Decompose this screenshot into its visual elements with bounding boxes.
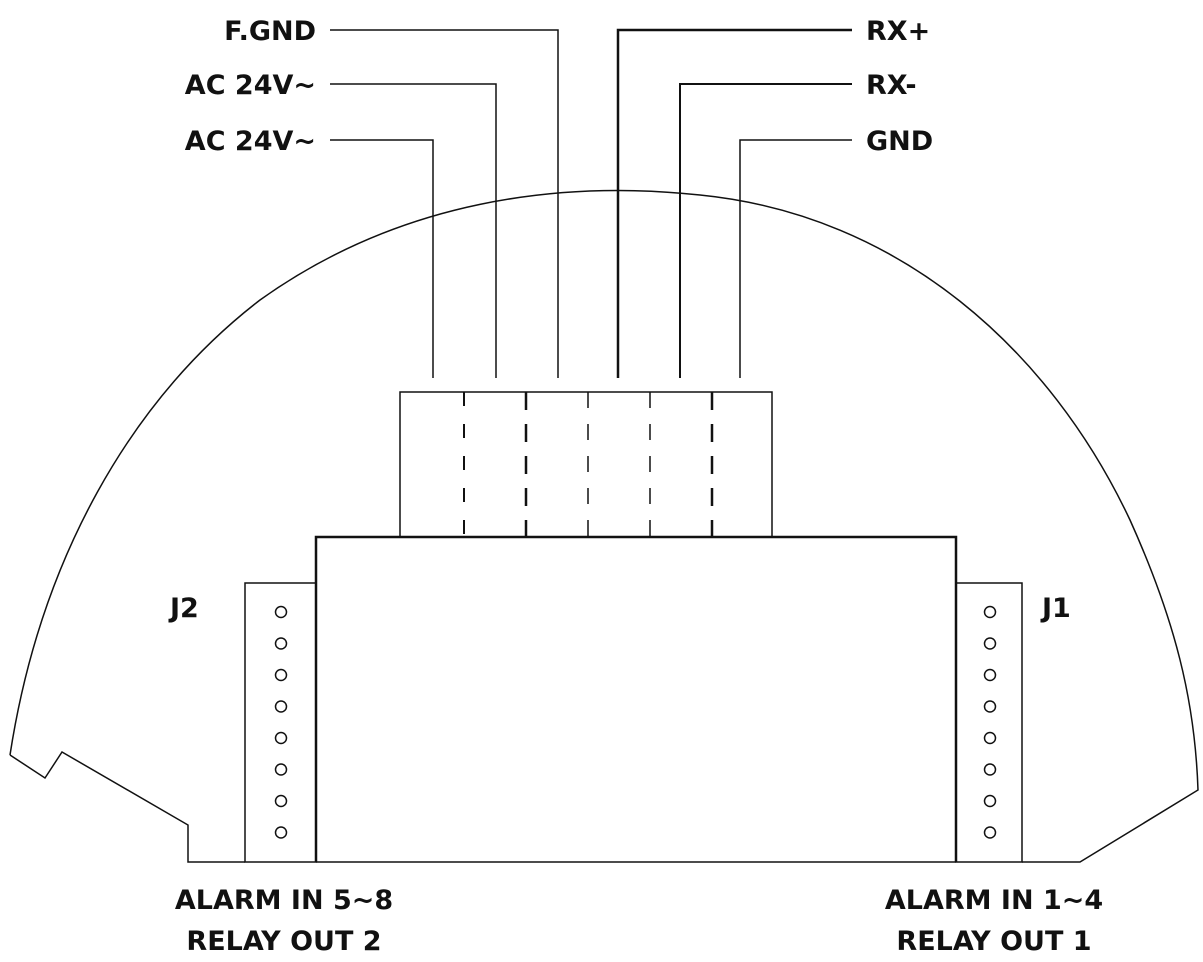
label-gnd: GND	[866, 126, 933, 157]
connector-j1-pin	[983, 668, 997, 682]
board-body	[314, 535, 958, 862]
dome-notch-left	[9, 750, 245, 863]
connector-j1-pin	[983, 826, 997, 839]
caption-j1-line2: RELAY OUT 1	[896, 926, 1091, 957]
connector-j2-pin	[274, 794, 288, 808]
leader-line-ac24v-2	[330, 139, 434, 378]
leader-line-gnd	[739, 139, 852, 378]
connector-j1	[955, 582, 1023, 863]
label-j1: J1	[1040, 593, 1071, 624]
label-fgnd: F.GND	[224, 16, 316, 47]
connector-j1-pin	[983, 763, 997, 776]
terminal-block	[399, 391, 773, 538]
leader-line-ac24v-1	[330, 83, 497, 378]
label-rx-minus: RX-	[866, 70, 917, 101]
connector-j1-pin	[983, 794, 997, 808]
connector-j2-pin	[274, 700, 288, 713]
dome-outline	[9, 189, 1199, 863]
leader-line-rx-plus	[616, 28, 852, 378]
label-j2: J2	[168, 593, 199, 624]
connector-j1-pins	[983, 605, 997, 839]
connector-j2-pin	[274, 826, 288, 839]
terminal-dividers	[463, 392, 714, 537]
connector-j2-pin	[274, 731, 288, 745]
connector-j2	[244, 582, 317, 863]
label-ac24v-1: AC 24V~	[185, 70, 316, 101]
connector-j2-pin	[274, 668, 288, 682]
connector-j2-pin	[274, 605, 288, 619]
connector-j1-pin	[983, 731, 997, 745]
leader-line-fgnd	[330, 29, 559, 378]
connector-j1-pin	[983, 637, 997, 650]
leader-line-rx-minus	[679, 83, 852, 378]
connector-j1-pin	[983, 700, 997, 713]
connector-j2-pin	[274, 763, 288, 776]
caption-j2-line1: ALARM IN 5~8	[175, 885, 393, 916]
connector-j2-pins	[274, 605, 288, 839]
label-rx-plus: RX+	[866, 16, 930, 47]
connector-j1-pin	[983, 605, 997, 619]
caption-j2-line2: RELAY OUT 2	[186, 926, 381, 957]
connector-j2-pin	[274, 637, 288, 650]
label-ac24v-2: AC 24V~	[185, 126, 316, 157]
caption-j1-line1: ALARM IN 1~4	[885, 885, 1103, 916]
